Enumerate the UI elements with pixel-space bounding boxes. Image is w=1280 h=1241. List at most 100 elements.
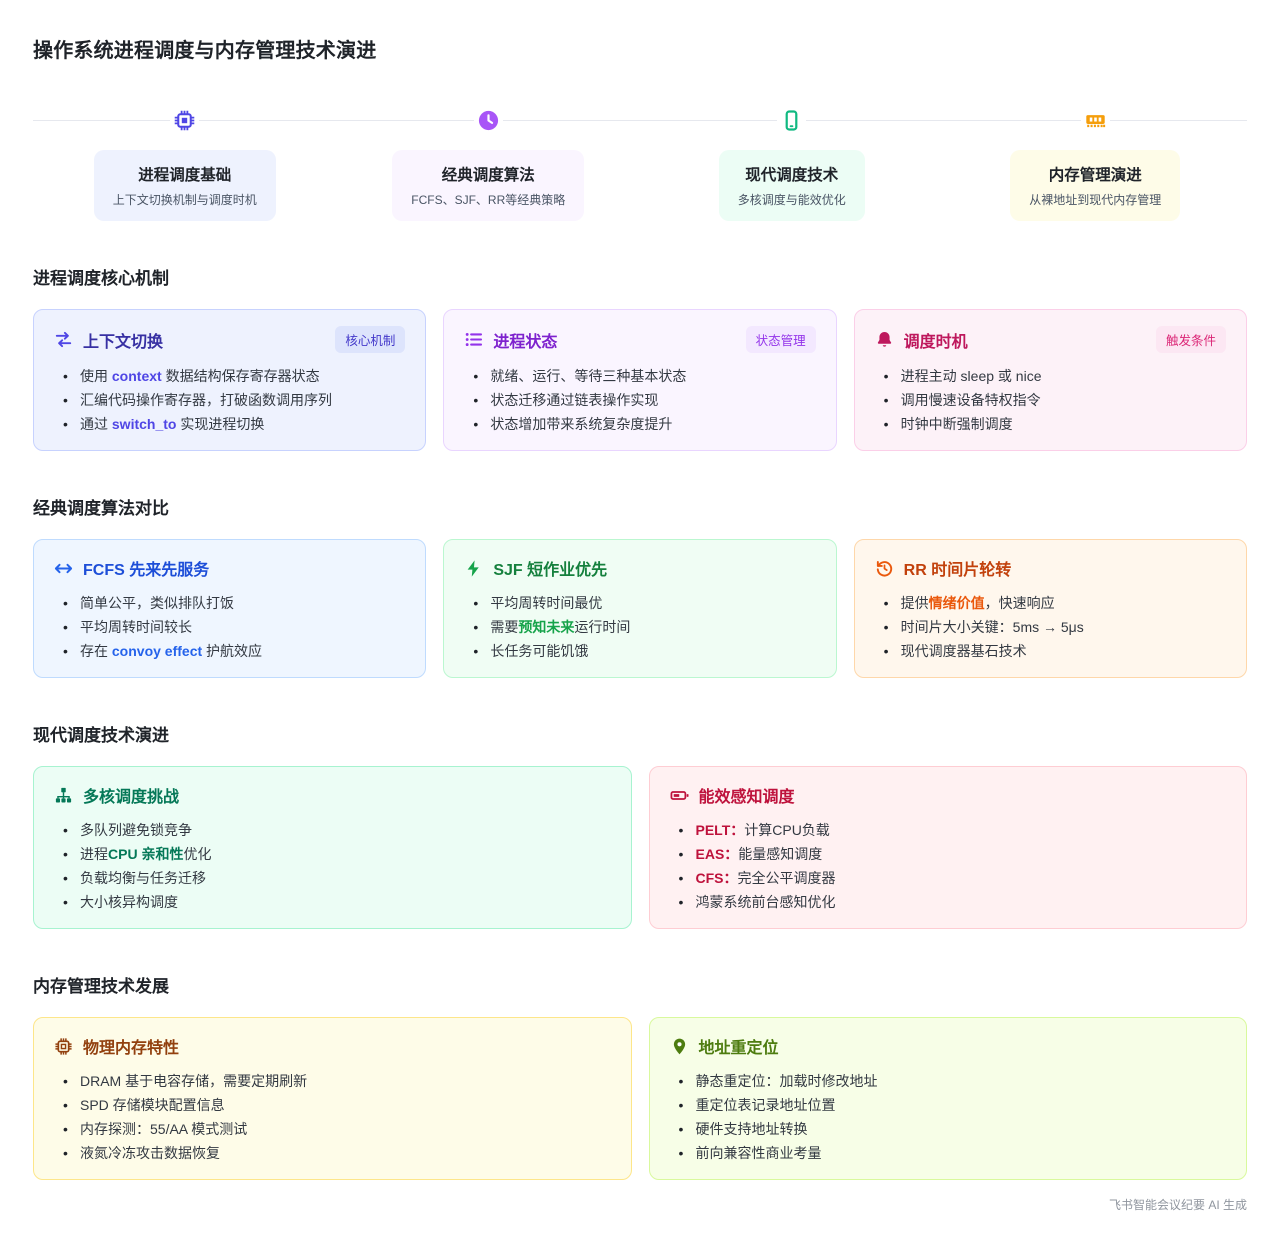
card-title: SJF 短作业优先 [493, 562, 608, 579]
bullet-item: 液氮冷冻攻击数据恢复 [54, 1141, 611, 1165]
bullet-list: 简单公平，类似排队打饭平均周转时间较长存在 convoy effect 护航效应 [54, 591, 405, 663]
bullet-item: 提供情绪价值，快速响应 [875, 591, 1226, 615]
card-title: 进程状态 [493, 333, 558, 351]
bullet-list: 平均周转时间最优需要预知未来运行时间长任务可能饥饿 [464, 591, 815, 663]
bullet-item: 调用慢速设备特权指令 [875, 388, 1226, 412]
bullet-list: 静态重定位：加载时修改地址重定位表记录地址位置硬件支持地址转换前向兼容性商业考量 [670, 1069, 1227, 1165]
bullet-item: DRAM 基于电容存储，需要定期刷新 [54, 1069, 611, 1093]
card: 地址重定位静态重定位：加载时修改地址重定位表记录地址位置硬件支持地址转换前向兼容… [648, 1017, 1247, 1180]
card-title: 多核调度挑战 [83, 789, 180, 806]
bullet-item: EAS：能量感知调度 [670, 842, 1227, 866]
phone-icon [777, 109, 807, 132]
timeline-node-subtitle: 从裸地址到现代内存管理 [1029, 193, 1162, 207]
bullet-item: 长任务可能饥饿 [464, 639, 815, 663]
bullet-item: SPD 存储模块配置信息 [54, 1093, 611, 1117]
timeline-node-card: 经典调度算法 FCFS、SJF、RR等经典策略 [392, 150, 585, 221]
card-row: 物理内存特性 DRAM 基于电容存储，需要定期刷新SPD 存储模块配置信息内存探测… [33, 1017, 1247, 1180]
card-row: FCFS 先来先服务简单公平，类似排队打饭平均周转时间较长存在 convoy e… [33, 539, 1247, 678]
card-header: 调度时机触发条件 [875, 326, 1226, 353]
card-row: 上下文切换 核心机制使用 context 数据结构保存寄存器状态汇编代码操作寄存器… [33, 309, 1247, 451]
bullet-item: 大小核异构调度 [54, 890, 611, 914]
timeline-node-card: 进程调度基础上下文切换机制与调度时机 [93, 150, 276, 221]
history-icon [875, 559, 894, 578]
footer-credit: 飞书智能会议纪要 AI 生成 [1108, 1198, 1247, 1212]
bullet-item: 汇编代码操作寄存器，打破函数调用序列 [54, 388, 405, 412]
timeline-line [33, 120, 1247, 121]
section-heading: 内存管理技术发展 [33, 977, 169, 996]
card-badge: 触发条件 [1155, 326, 1226, 353]
bullet-item: 状态增加带来系统复杂度提升 [464, 412, 815, 436]
sections: 进程调度核心机制上下文切换核心机制使用 context 数据结构保存寄存器状态汇… [33, 264, 1247, 1180]
card: 调度时机触发条件进程主动 sleep 或 nice调用慢速设备特权指令时钟中断强… [853, 309, 1247, 451]
card-row: 多核调度挑战多队列避免锁竞争进程CPU 亲和性优化负载均衡与任务迁移大小核异构调… [33, 766, 1247, 929]
bullet-item: 硬件支持地址转换 [670, 1117, 1227, 1141]
arrows-lr-icon [54, 559, 73, 578]
card-badge: 状态管理 [745, 326, 816, 353]
bullet-item: 通过 switch_to 实现进程切换 [54, 412, 405, 436]
bullet-item: 需要预知未来运行时间 [464, 615, 815, 639]
bullet-item: 平均周转时间较长 [54, 615, 405, 639]
timeline-node-card: 现代调度技术多核调度与能效优化 [718, 150, 865, 221]
card-header: 多核调度挑战 [54, 783, 611, 807]
map-pin-icon [670, 1037, 689, 1056]
battery-icon [670, 786, 689, 805]
card-header: FCFS 先来先服务 [54, 556, 405, 580]
card-header: 进程状态 状态管理 [464, 326, 816, 353]
sitemap-icon [54, 786, 73, 805]
bolt-icon [464, 559, 483, 578]
bullet-item: 平均周转时间最优 [464, 591, 815, 615]
bullet-item: CFS：完全公平调度器 [670, 866, 1227, 890]
card: 多核调度挑战多队列避免锁竞争进程CPU 亲和性优化负载均衡与任务迁移大小核异构调… [33, 766, 632, 929]
bullet-list: 就绪、运行、等待三种基本状态状态迁移通过链表操作实现状态增加带来系统复杂度提升 [464, 364, 815, 436]
cpu-icon [170, 109, 200, 132]
card-header: RR 时间片轮转 [875, 556, 1226, 580]
card-title: 上下文切换 [83, 333, 164, 351]
card: 物理内存特性 DRAM 基于电容存储，需要定期刷新SPD 存储模块配置信息内存探测… [33, 1017, 632, 1180]
timeline-node-subtitle: 多核调度与能效优化 [737, 193, 846, 207]
timeline-node: 现代调度技术多核调度与能效优化 [640, 109, 944, 221]
card-header: 地址重定位 [670, 1034, 1227, 1058]
card: 进程状态 状态管理就绪、运行、等待三种基本状态状态迁移通过链表操作实现状态增加带来… [443, 309, 837, 451]
bell-icon [875, 330, 894, 349]
bullet-item: 静态重定位：加载时修改地址 [670, 1069, 1227, 1093]
bullet-item: 现代调度器基石技术 [875, 639, 1226, 663]
bullet-list: 多队列避免锁竞争进程CPU 亲和性优化负载均衡与任务迁移大小核异构调度 [54, 818, 611, 914]
timeline-node-title: 进程调度基础 [138, 167, 232, 184]
timeline-node-title: 经典调度算法 [441, 167, 535, 184]
card: RR 时间片轮转提供情绪价值，快速响应时间片大小关键：5ms → 5μs现代调度… [853, 539, 1247, 678]
bullet-item: 负载均衡与任务迁移 [54, 866, 611, 890]
timeline-node: 经典调度算法 FCFS、SJF、RR等经典策略 [337, 109, 641, 221]
bullet-item: 前向兼容性商业考量 [670, 1141, 1227, 1165]
bullet-list: DRAM 基于电容存储，需要定期刷新SPD 存储模块配置信息内存探测：55/AA… [54, 1069, 611, 1165]
timeline: 进程调度基础上下文切换机制与调度时机 经典调度算法 FCFS、SJF、RR等经典策略… [33, 109, 1247, 221]
timeline-node-subtitle: FCFS、SJF、RR等经典策略 [411, 193, 566, 207]
ram-icon [1080, 109, 1110, 132]
bullet-item: 重定位表记录地址位置 [670, 1093, 1227, 1117]
timeline-nodes: 进程调度基础上下文切换机制与调度时机 经典调度算法 FCFS、SJF、RR等经典策略… [33, 109, 1247, 221]
bullet-item: 多队列避免锁竞争 [54, 818, 611, 842]
bullet-item: 使用 context 数据结构保存寄存器状态 [54, 364, 405, 388]
bullet-list: PELT：计算CPU负载EAS：能量感知调度CFS：完全公平调度器鸿蒙系统前台感… [670, 818, 1227, 914]
card-title: 能效感知调度 [698, 789, 795, 806]
card-header: 上下文切换 核心机制 [54, 326, 406, 353]
card-title: RR 时间片轮转 [903, 562, 1012, 579]
bullet-list: 使用 context 数据结构保存寄存器状态汇编代码操作寄存器，打破函数调用序列… [54, 364, 405, 436]
bullet-item: 内存探测：55/AA 模式测试 [54, 1117, 611, 1141]
bullet-list: 进程主动 sleep 或 nice调用慢速设备特权指令时钟中断强制调度 [875, 364, 1226, 436]
card-badge: 核心机制 [335, 326, 406, 353]
card: 上下文切换 核心机制使用 context 数据结构保存寄存器状态汇编代码操作寄存器… [33, 309, 427, 451]
section-heading: 现代调度技术演进 [33, 726, 169, 745]
list-icon [464, 330, 483, 349]
section-heading: 经典调度算法对比 [33, 499, 169, 518]
timeline-node-card: 内存管理演进从裸地址到现代内存管理 [1010, 150, 1181, 221]
chip-icon [54, 1037, 73, 1056]
card-header: SJF 短作业优先 [464, 556, 815, 580]
card: 能效感知调度 PELT：计算CPU负载EAS：能量感知调度CFS：完全公平调度器鸿… [648, 766, 1247, 929]
card-title: 地址重定位 [698, 1040, 779, 1057]
bullet-item: 简单公平，类似排队打饭 [54, 591, 405, 615]
bullet-item: 时间片大小关键：5ms → 5μs [875, 615, 1226, 639]
bullet-item: 就绪、运行、等待三种基本状态 [464, 364, 815, 388]
bullet-item: 状态迁移通过链表操作实现 [464, 388, 815, 412]
timeline-node-title: 内存管理演进 [1048, 167, 1142, 184]
card-header: 物理内存特性 [54, 1034, 611, 1058]
